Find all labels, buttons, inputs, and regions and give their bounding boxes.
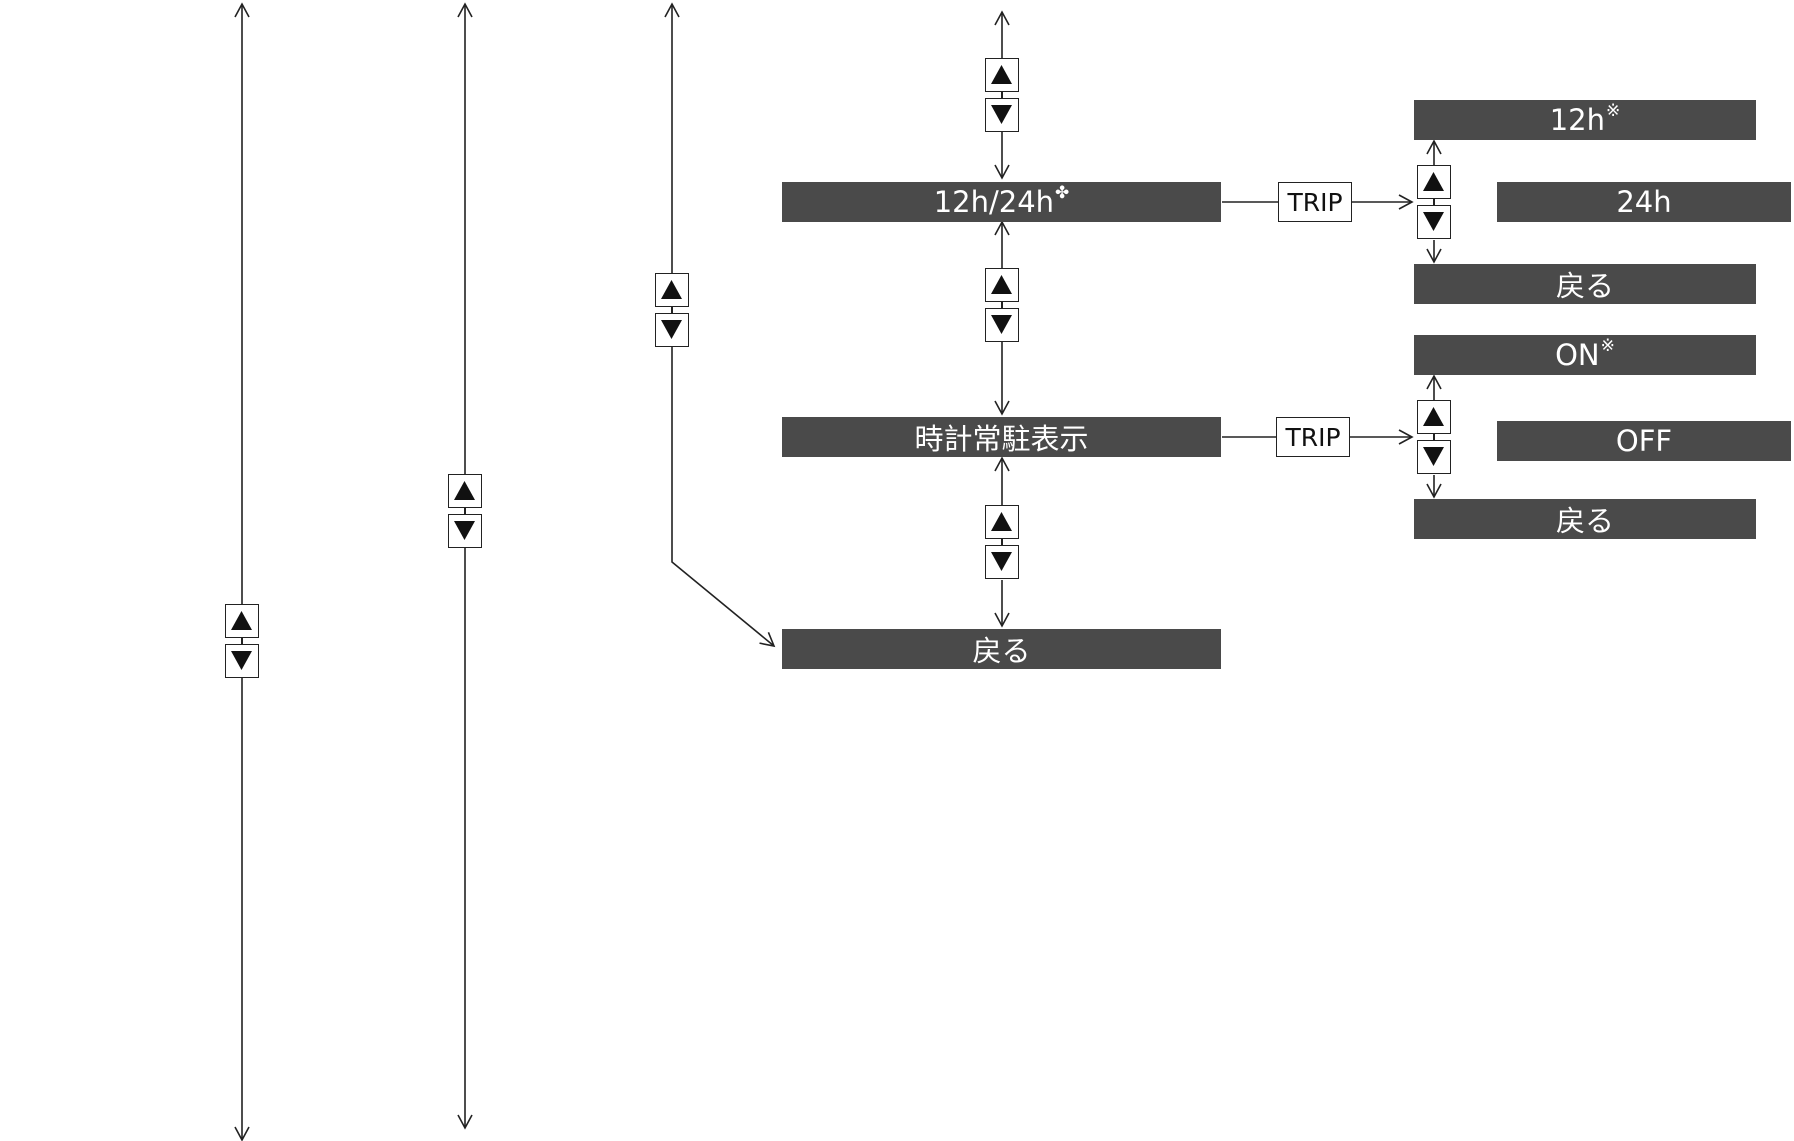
menu-item-label: 時計常駐表示 (914, 422, 1089, 456)
option-off[interactable]: OFF (1497, 421, 1791, 461)
trip-button[interactable]: TRIP (1276, 417, 1350, 457)
updown-control-main-bottom (985, 505, 1019, 585)
down-triangle-icon (231, 651, 252, 670)
option-12h[interactable]: 12h※ (1414, 100, 1756, 140)
down-button[interactable] (1417, 440, 1451, 474)
updown-control-col3 (655, 273, 689, 353)
up-button[interactable] (225, 604, 259, 638)
updown-control-submenu2 (1417, 400, 1451, 480)
up-button[interactable] (448, 474, 482, 508)
down-triangle-icon (454, 521, 475, 540)
down-button[interactable] (985, 98, 1019, 132)
option-24h[interactable]: 24h (1497, 182, 1791, 222)
note-mark-icon: ※ (1606, 101, 1621, 121)
up-button[interactable] (1417, 165, 1451, 199)
note-mark-icon: ※ (1600, 336, 1615, 356)
up-triangle-icon (454, 481, 475, 500)
up-triangle-icon (231, 611, 252, 630)
option-label: 24h (1616, 185, 1672, 219)
option-label: 戻る (1555, 269, 1614, 303)
menu-item-12h24h[interactable]: 12h/24h✤ (782, 182, 1221, 222)
up-button[interactable] (655, 273, 689, 307)
option-on[interactable]: ON※ (1414, 335, 1756, 375)
down-button[interactable] (985, 308, 1019, 342)
down-triangle-icon (661, 320, 682, 339)
menu-item-label: 12h/24h (933, 185, 1055, 219)
up-triangle-icon (1423, 172, 1444, 191)
menu-item-clock-display[interactable]: 時計常駐表示 (782, 417, 1221, 457)
down-button[interactable] (225, 644, 259, 678)
down-triangle-icon (1423, 212, 1444, 231)
down-triangle-icon (991, 315, 1012, 334)
menu-item-label: 戻る (972, 634, 1031, 668)
down-button[interactable] (1417, 205, 1451, 239)
up-button[interactable] (985, 58, 1019, 92)
updown-control-col1 (225, 604, 259, 684)
menu-item-back[interactable]: 戻る (782, 629, 1221, 669)
updown-control-main-top (985, 58, 1019, 138)
option-label: OFF (1615, 424, 1673, 458)
updown-control-submenu1 (1417, 165, 1451, 245)
up-triangle-icon (1423, 407, 1444, 426)
up-button[interactable] (1417, 400, 1451, 434)
option-label: 戻る (1555, 504, 1614, 538)
up-triangle-icon (991, 275, 1012, 294)
option-label: ON (1555, 338, 1600, 372)
down-triangle-icon (991, 105, 1012, 124)
down-button[interactable] (655, 313, 689, 347)
down-triangle-icon (1423, 447, 1444, 466)
flower-mark-icon: ✤ (1055, 183, 1070, 203)
down-button[interactable] (985, 545, 1019, 579)
updown-control-col2 (448, 474, 482, 554)
up-button[interactable] (985, 505, 1019, 539)
down-triangle-icon (991, 552, 1012, 571)
option-label: 12h (1549, 103, 1606, 137)
down-button[interactable] (448, 514, 482, 548)
option-back[interactable]: 戻る (1414, 264, 1756, 304)
trip-button[interactable]: TRIP (1278, 182, 1352, 222)
up-triangle-icon (661, 280, 682, 299)
up-triangle-icon (991, 512, 1012, 531)
option-back[interactable]: 戻る (1414, 499, 1756, 539)
updown-control-main-mid (985, 268, 1019, 348)
up-triangle-icon (991, 65, 1012, 84)
up-button[interactable] (985, 268, 1019, 302)
